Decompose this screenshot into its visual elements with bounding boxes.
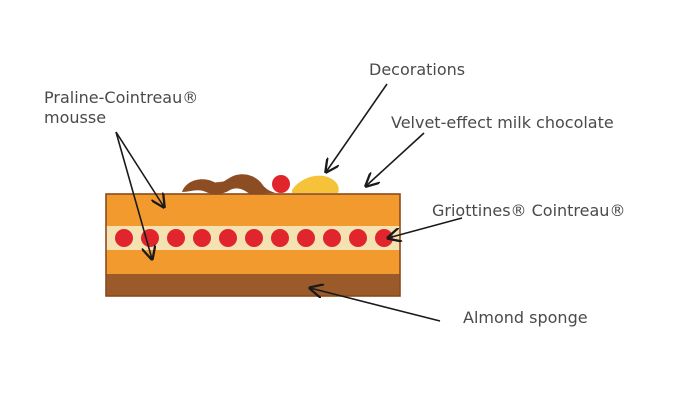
chocolate-curl-detail (209, 179, 235, 187)
label-velvet-milk-chocolate: Velvet-effect milk chocolate (391, 113, 614, 132)
top-decorations (182, 174, 339, 195)
cherry-on-top (272, 175, 290, 193)
arrow-decorations (326, 83, 388, 172)
cake-slice (105, 193, 401, 297)
chocolate-curl (182, 174, 276, 195)
arrow-almond-sponge (310, 288, 441, 322)
arrow-griottines (388, 217, 463, 238)
arrow-mousse-top (115, 131, 164, 207)
label-almond-sponge: Almond sponge (463, 308, 588, 327)
griottine-cherry (271, 229, 289, 247)
arrow-velvet (366, 132, 425, 186)
cake-outline (105, 193, 401, 297)
label-praline-mousse-line2: mousse (44, 108, 106, 127)
label-praline-mousse-line1: Praline-Cointreau® (44, 88, 198, 107)
label-griottines: Griottines® Cointreau® (432, 201, 625, 220)
mousse-layer-top (106, 194, 400, 226)
griottine-cherry (349, 229, 367, 247)
griottine-cherry (245, 229, 263, 247)
griottine-cherry (323, 229, 341, 247)
almond-sponge-layer (106, 274, 400, 296)
griottine-cherry (167, 229, 185, 247)
griottine-cherry (193, 229, 211, 247)
griottine-cherry (115, 229, 133, 247)
griottine-cherry (297, 229, 315, 247)
arrow-mousse-bottom (115, 131, 152, 259)
leader-arrows (115, 83, 463, 322)
griottine-cherries (115, 229, 393, 247)
gold-decoration (292, 175, 339, 193)
label-decorations: Decorations (369, 60, 465, 79)
griottine-cherry (219, 229, 237, 247)
